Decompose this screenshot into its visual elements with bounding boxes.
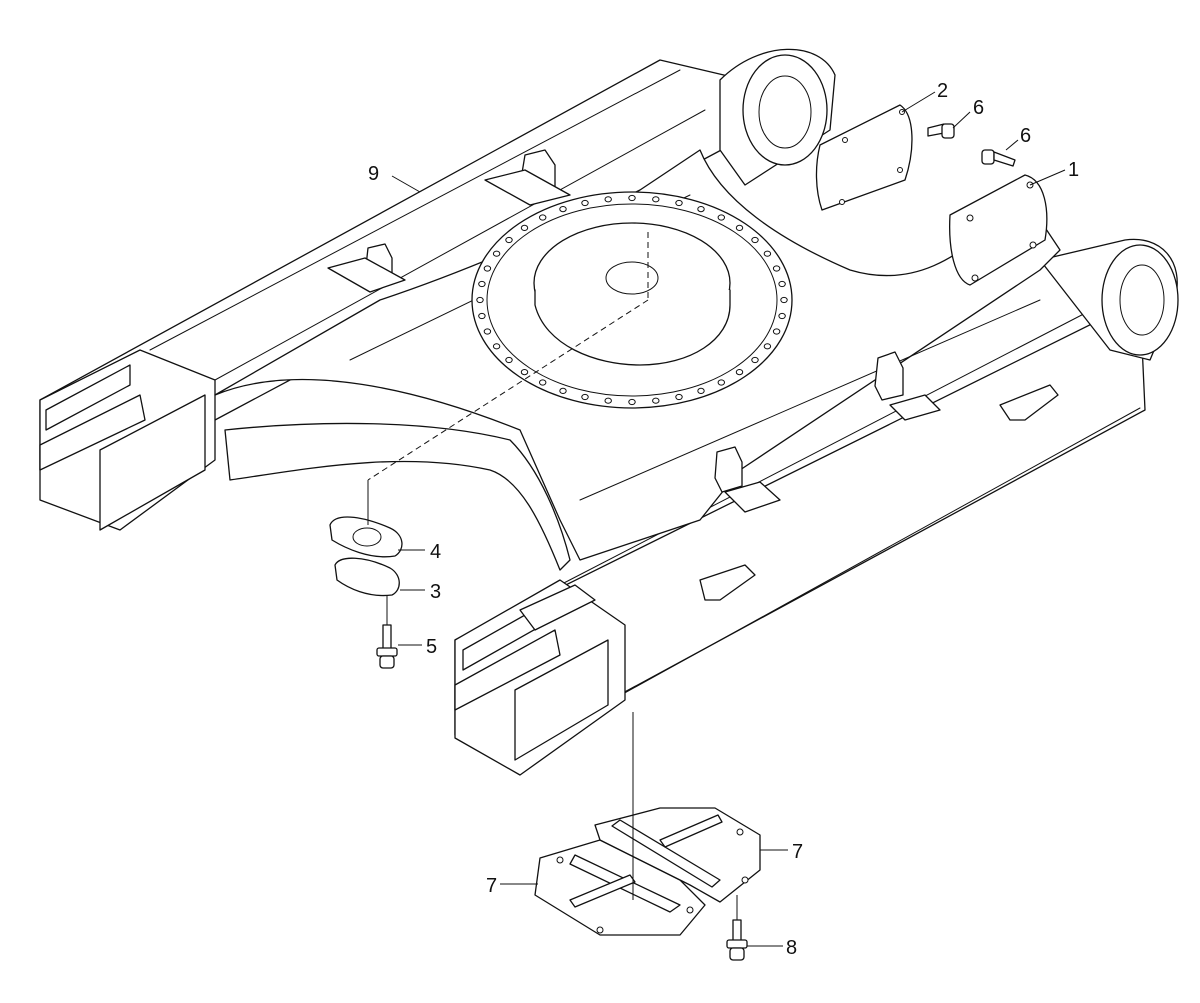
part-6-bolt-upper — [927, 123, 955, 139]
clip-brackets — [327, 149, 1059, 601]
bolt-hole — [697, 206, 705, 213]
bolt-hole — [604, 196, 612, 203]
bolt-hole — [492, 250, 501, 257]
bolt-hole — [476, 296, 484, 304]
track-frame-front-end — [454, 579, 626, 776]
bolt-hole — [539, 379, 547, 386]
bolt-hole — [559, 206, 567, 213]
part-8-bolt — [726, 919, 748, 961]
bolt-hole — [505, 236, 513, 244]
callout-6-lower: 6 — [1020, 125, 1031, 147]
bolt-hole — [763, 343, 772, 350]
swing-bearing-ring — [471, 191, 793, 409]
bolt-hole — [772, 265, 781, 272]
bolt-hole — [652, 397, 660, 404]
callout-leaders — [391, 91, 1066, 947]
part-7-plate-upper — [594, 807, 761, 903]
bolt-hole — [735, 224, 744, 231]
callout-3: 3 — [430, 581, 441, 603]
bolt-hole — [628, 194, 636, 202]
bolt-hole — [483, 265, 492, 272]
bolt-hole — [483, 328, 492, 335]
bolt-hole — [751, 356, 759, 364]
bolt-hole — [520, 369, 529, 376]
callout-1: 1 — [1068, 159, 1079, 181]
bolt-hole — [652, 196, 660, 203]
part-6-bolt-lower — [981, 149, 1016, 167]
bolt-hole — [717, 214, 725, 221]
bolt-hole — [778, 280, 786, 288]
bolt-hole — [778, 312, 786, 320]
bolt-hole — [780, 296, 788, 304]
bolt-hole — [735, 369, 744, 376]
bolt-hole — [717, 379, 725, 386]
bolt-hole — [559, 387, 567, 394]
bolt-hole — [751, 236, 759, 244]
callout-7-left: 7 — [486, 875, 497, 897]
bolt-hole — [581, 199, 589, 207]
bolt-hole — [505, 356, 513, 364]
part-5-bolt — [376, 624, 398, 669]
callout-7-right: 7 — [792, 841, 803, 863]
part-4-gasket — [329, 516, 403, 558]
bolt-hole — [539, 214, 547, 221]
bolt-hole — [478, 280, 486, 288]
callout-9: 9 — [368, 163, 379, 185]
callout-8: 8 — [786, 937, 797, 959]
bolt-hole — [675, 393, 683, 401]
bolt-hole — [628, 398, 636, 406]
bolt-hole — [604, 397, 612, 404]
bolt-hole — [697, 387, 705, 394]
track-frame-front-rail — [454, 238, 1179, 771]
bolt-hole — [581, 393, 589, 401]
ring-bolt-holes — [476, 194, 788, 406]
assembly-lines — [367, 232, 738, 920]
callout-6-upper: 6 — [973, 97, 984, 119]
callout-4: 4 — [430, 541, 441, 563]
bolt-hole — [772, 328, 781, 335]
bolt-hole — [478, 312, 486, 320]
part-2-cover-plate — [815, 104, 913, 211]
part-3-plate — [334, 557, 400, 597]
bolt-hole — [763, 250, 772, 257]
bolt-hole — [492, 343, 501, 350]
part-7-plate-lower — [534, 839, 706, 936]
bolt-hole — [675, 199, 683, 207]
callout-5: 5 — [426, 636, 437, 658]
callout-2: 2 — [937, 80, 948, 102]
bolt-hole — [520, 224, 529, 231]
track-frame-rear-end — [39, 349, 216, 531]
